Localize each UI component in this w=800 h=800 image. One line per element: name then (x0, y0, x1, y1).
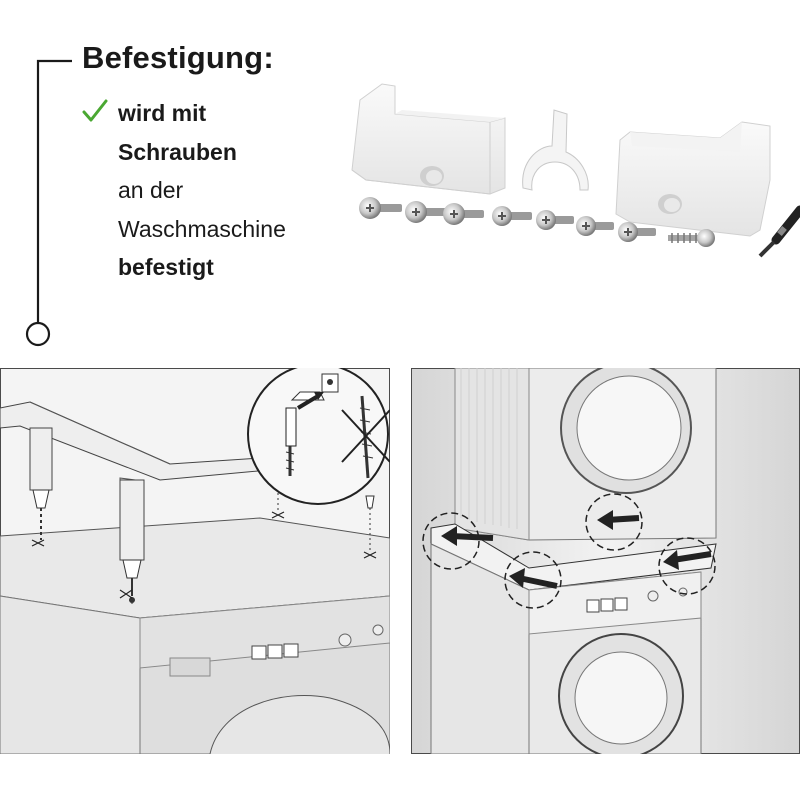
bracket-left (351, 83, 506, 195)
feature-line-2: Schrauben (118, 138, 237, 165)
clip (522, 109, 589, 191)
detail-zoom-circle (247, 368, 390, 505)
bracket-right (615, 121, 771, 237)
mounting-illustration-left (0, 368, 390, 754)
feature-text: wird mit Schrauben an der Waschmaschine … (82, 94, 322, 287)
page-title: Befestigung: (82, 40, 274, 75)
circle-icon (25, 321, 51, 347)
screwdriver (758, 205, 800, 258)
feature-line-4: Waschmaschine (118, 215, 286, 242)
screws (359, 197, 715, 247)
feature-line-5: befestigt (118, 254, 214, 280)
feature-line-3: an der (118, 177, 184, 203)
check-icon (82, 99, 108, 122)
timeline-line (25, 59, 72, 347)
mounting-illustration-right (411, 368, 800, 754)
feature-line-1: wird mit (118, 100, 207, 126)
product-photo (351, 83, 800, 258)
